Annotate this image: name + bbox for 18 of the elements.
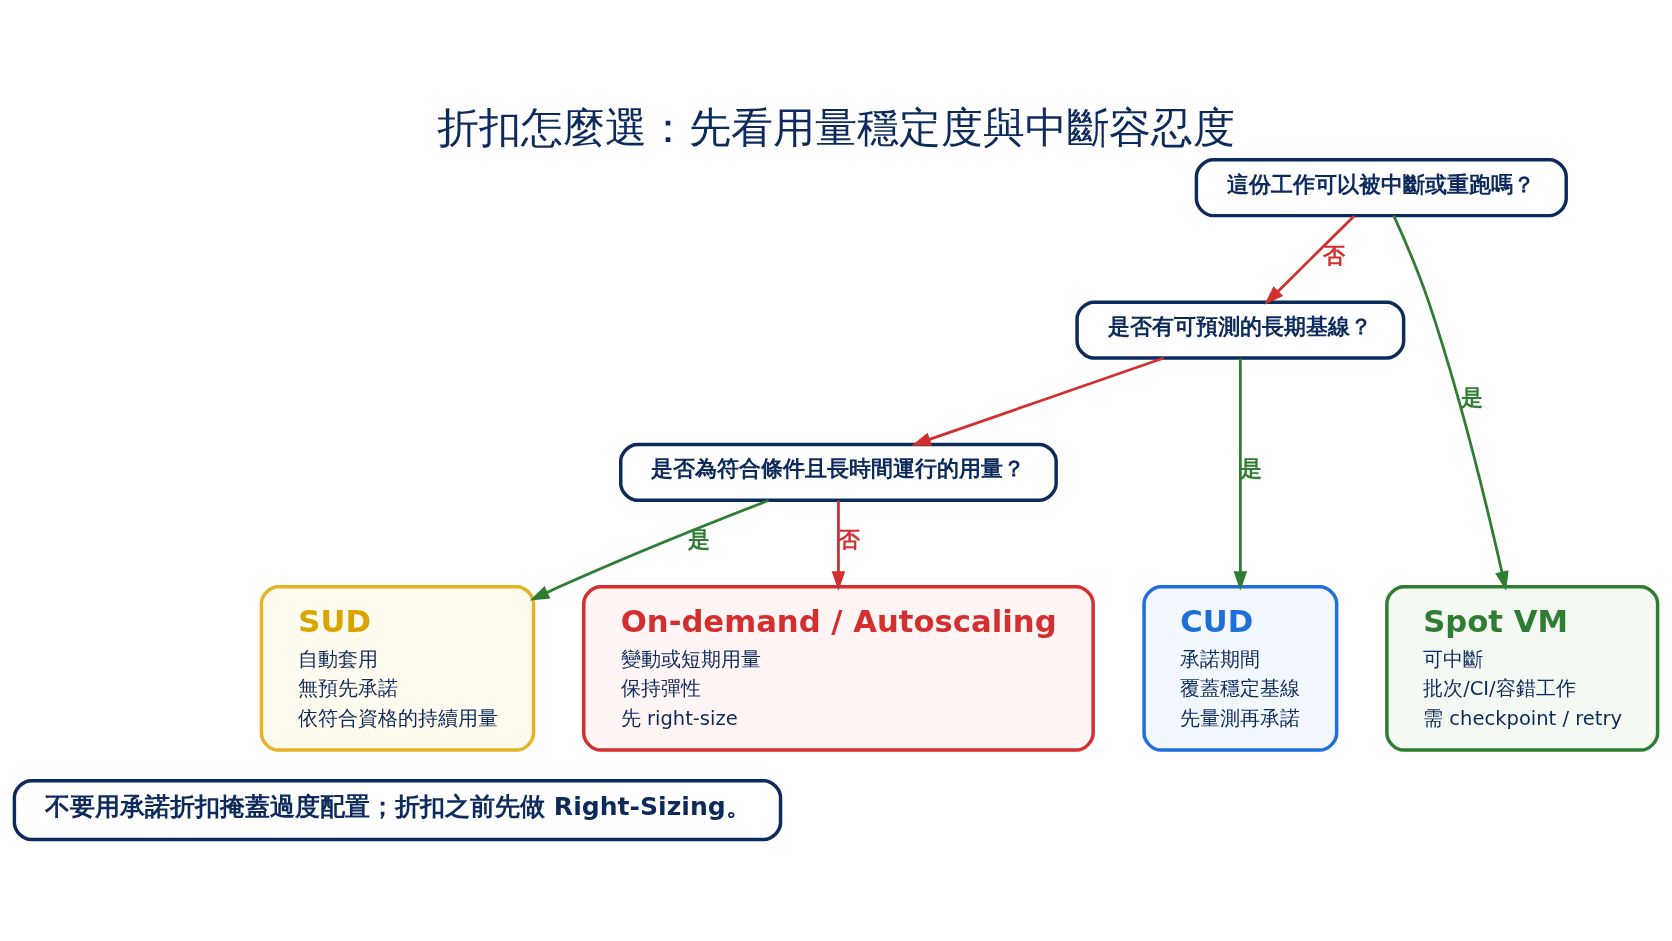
node-box: 不要用承諾折扣掩蓋過度配置；折扣之前先做 Right-Sizing。 [12,778,783,841]
arrow [529,498,769,600]
arrow [1233,357,1248,591]
node-box: SUD 自動套用 無預先承諾 依符合資格的持續用量 [259,584,536,752]
node-box: CUD 承諾期間 覆蓋穩定基線 先量測再承諾 [1142,584,1339,752]
node-box: 是否為符合條件且長時間運行的用量？ [619,442,1058,502]
node-box: On-demand / Autoscaling 變動或短期用量 保持彈性 先 right-size [582,584,1095,752]
node-box: Spot VM 可中斷 批次/CI/容錯工作 需 checkpoint / retry [1385,584,1660,752]
arrow [1392,214,1509,591]
arrow [1264,214,1356,305]
edge-label: 是 [1460,383,1483,410]
edge-label: 是 [687,525,710,552]
diagram-title: 折扣怎麼選：先看用量穩定度與中斷容忍度 [437,102,1235,152]
arrow [911,356,1165,446]
edge-label: 否 [1322,241,1345,268]
node-box: 是否有可預測的長期基線？ [1075,299,1406,360]
node-box: 這份工作可以被中斷或重跑嗎？ [1194,157,1568,217]
arrow [831,500,846,591]
